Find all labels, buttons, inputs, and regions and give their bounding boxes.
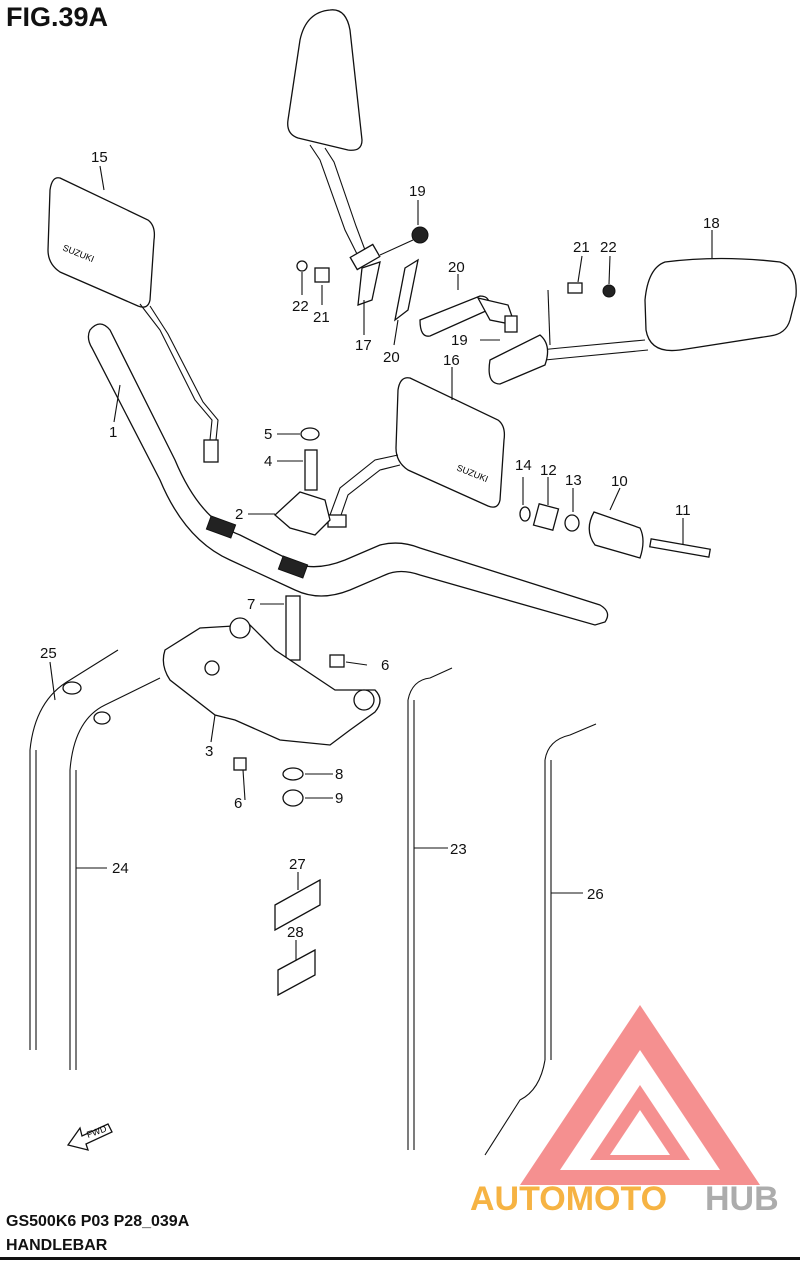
callout-1: 1 bbox=[109, 424, 117, 441]
forward-arrow-icon: FWD bbox=[66, 1123, 113, 1151]
callout-19b: 19 bbox=[451, 332, 468, 349]
callout-5: 5 bbox=[264, 426, 272, 443]
callout-6a: 6 bbox=[381, 657, 389, 674]
callout-22b: 22 bbox=[600, 239, 617, 256]
mirror-mount-hardware bbox=[296, 258, 616, 337]
right-mirror bbox=[488, 257, 797, 385]
bar-mirror: SUZUKI bbox=[327, 377, 506, 528]
watermark-part2: HUB bbox=[705, 1180, 779, 1218]
handlebar bbox=[87, 323, 609, 626]
upper-mirror bbox=[287, 9, 429, 306]
callout-21b: 21 bbox=[573, 239, 590, 256]
callout-17: 17 bbox=[355, 337, 372, 354]
callout-18: 18 bbox=[703, 215, 720, 232]
callout-26: 26 bbox=[587, 886, 604, 903]
bottom-rule bbox=[0, 1257, 800, 1260]
callout-20a: 20 bbox=[448, 259, 465, 276]
figure-title: FIG.39A bbox=[6, 2, 109, 32]
handlebar-holder bbox=[162, 595, 381, 807]
upper-clamp bbox=[274, 427, 331, 536]
callout-21a: 21 bbox=[313, 309, 330, 326]
callout-14: 14 bbox=[515, 457, 532, 474]
callout-16: 16 bbox=[443, 352, 460, 369]
callout-25: 25 bbox=[40, 645, 57, 662]
callout-24: 24 bbox=[112, 860, 129, 877]
callout-9: 9 bbox=[335, 790, 343, 807]
leader-lines bbox=[49, 165, 713, 960]
label-stickers bbox=[274, 878, 321, 997]
watermark-wordmark: AUTOMOTO HUB bbox=[470, 1180, 779, 1218]
callout-numbers: 1 2 3 4 5 6 6 7 8 9 10 11 12 13 14 15 16… bbox=[40, 149, 720, 941]
callout-7: 7 bbox=[247, 596, 255, 613]
bar-end-parts bbox=[519, 502, 711, 559]
callout-28: 28 bbox=[287, 924, 304, 941]
watermark-part1: AUTOMOTO bbox=[470, 1180, 667, 1218]
callout-3: 3 bbox=[205, 743, 213, 760]
callout-8: 8 bbox=[335, 766, 343, 783]
callout-11: 11 bbox=[675, 502, 691, 519]
watermark-logo bbox=[520, 1005, 760, 1185]
callout-10: 10 bbox=[611, 473, 628, 490]
callout-19a: 19 bbox=[409, 183, 426, 200]
callout-2: 2 bbox=[235, 506, 243, 523]
callout-6b: 6 bbox=[234, 795, 242, 812]
callout-20b: 20 bbox=[383, 349, 400, 366]
callout-12: 12 bbox=[540, 462, 557, 479]
left-mirror: SUZUKI bbox=[47, 177, 219, 463]
callout-4: 4 bbox=[264, 453, 272, 470]
section-name: HANDLEBAR bbox=[6, 1237, 108, 1254]
callout-22a: 22 bbox=[292, 298, 309, 315]
control-cables bbox=[29, 649, 597, 1156]
callout-13: 13 bbox=[565, 472, 582, 489]
callout-15: 15 bbox=[91, 149, 108, 166]
model-code: GS500K6 P03 P28_039A bbox=[6, 1213, 190, 1230]
callout-23: 23 bbox=[450, 841, 467, 858]
callout-27: 27 bbox=[289, 856, 306, 873]
